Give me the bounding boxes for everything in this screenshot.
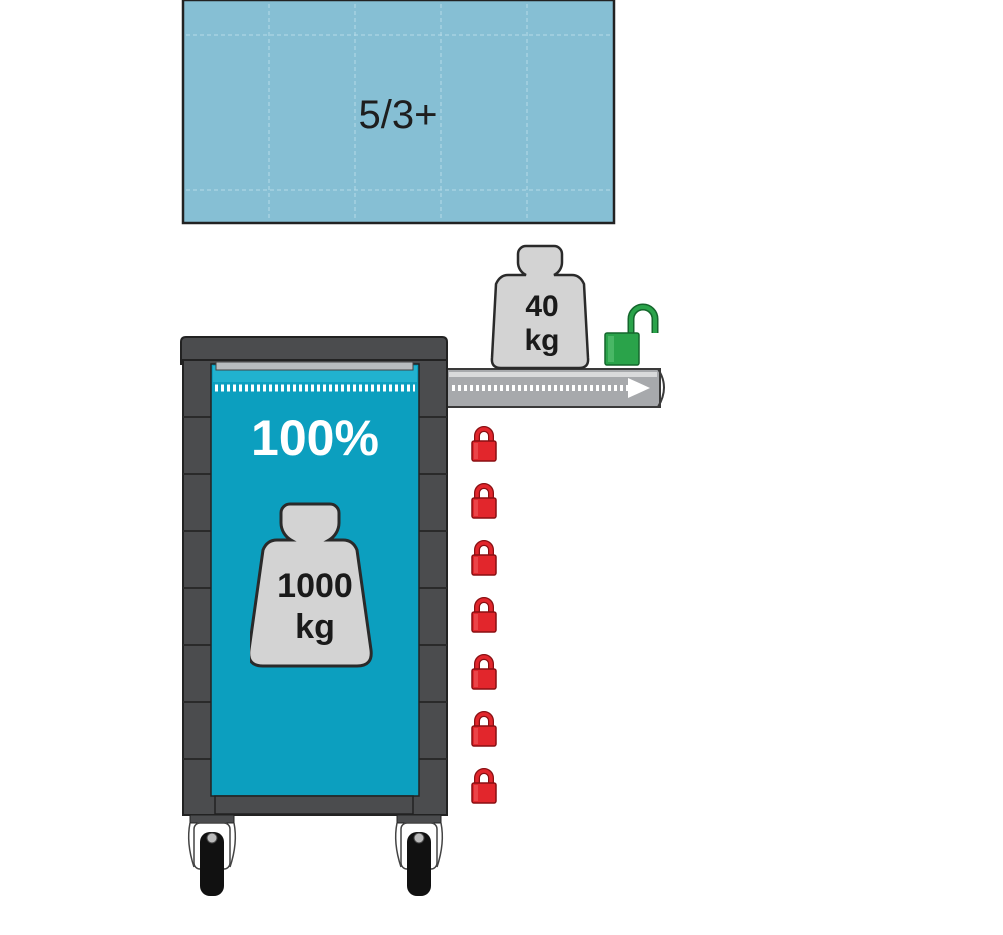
caster-left-wheel xyxy=(200,832,224,896)
closed-lock-icon xyxy=(472,714,496,746)
tray-label: 5/3+ xyxy=(359,93,438,137)
cabinet-side-segments xyxy=(183,416,447,760)
caster-right-wheel xyxy=(407,832,431,896)
closed-locks-column xyxy=(472,429,496,803)
tray-grid-lines xyxy=(186,4,611,220)
cabinet-weight-unit: kg xyxy=(295,608,335,646)
closed-lock-icon xyxy=(472,771,496,803)
cabinet-weight: 1000 kg xyxy=(250,502,373,668)
closed-lock-icon xyxy=(472,600,496,632)
caster-left xyxy=(187,814,237,896)
extended-drawer xyxy=(445,368,665,408)
drawer-weight-value: 40 xyxy=(525,290,558,323)
tool-cabinet: 100% 1000 kg xyxy=(180,336,448,816)
drawer-weight-unit: kg xyxy=(524,324,559,357)
insert-tray: 5/3+ xyxy=(181,0,616,225)
closed-lock-icon xyxy=(472,657,496,689)
open-lock-icon xyxy=(604,303,659,366)
caster-right xyxy=(394,814,444,896)
closed-lock-icon xyxy=(472,486,496,518)
closed-lock-icon xyxy=(472,429,496,461)
cabinet-weight-value: 1000 xyxy=(277,567,353,605)
drawer-arrow-head xyxy=(628,378,650,398)
closed-lock-icon xyxy=(472,543,496,575)
fill-percent-label: 100% xyxy=(251,410,379,466)
drawer-weight: 40 kg xyxy=(490,244,590,370)
